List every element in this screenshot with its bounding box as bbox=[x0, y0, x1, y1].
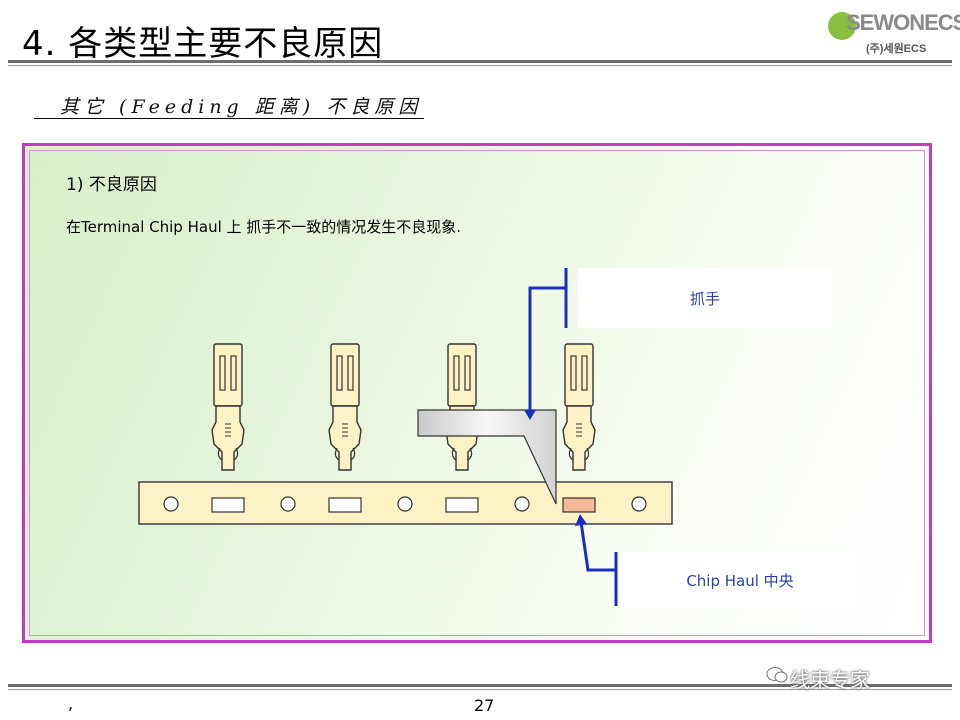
carrier-holes bbox=[163, 496, 647, 513]
wechat-icon bbox=[766, 667, 788, 683]
page-title: 4. 各类型主要不良原因 bbox=[22, 24, 384, 64]
footer-divider-thin bbox=[8, 689, 952, 690]
gripper-callout: 抓手 bbox=[578, 268, 832, 328]
chip-haul-highlight-slot bbox=[562, 497, 596, 513]
chip-haul-arrowhead-icon bbox=[575, 514, 587, 526]
terminal-3 bbox=[445, 343, 479, 471]
terminal-2 bbox=[328, 343, 362, 471]
section-heading: 1) 不良原因 bbox=[66, 175, 157, 195]
company-logo: SEWONECS (주)세원ECS bbox=[828, 8, 960, 58]
logo-mark-icon bbox=[828, 12, 856, 40]
watermark-text: 线束专家 bbox=[790, 668, 870, 692]
panel-inner-border bbox=[29, 150, 925, 636]
footer-mark: , bbox=[68, 694, 74, 713]
footer-divider bbox=[8, 684, 952, 687]
header-divider-thin bbox=[8, 65, 952, 66]
subtitle-underline bbox=[34, 118, 424, 119]
logo-main-text: SEWONECS bbox=[846, 10, 960, 35]
terminal-1 bbox=[211, 343, 245, 471]
logo-sub-text: (주)세원ECS bbox=[866, 43, 927, 55]
chip-haul-pointer bbox=[579, 521, 618, 606]
page-number: 27 bbox=[474, 696, 495, 715]
slide-subtitle: 其它 (Feeding 距离) 不良原因 bbox=[60, 96, 423, 118]
section-description: 在Terminal Chip Haul 上 抓手不一致的情况发生不良现象. bbox=[66, 218, 462, 236]
chip-haul-callout: Chip Haul 中央 bbox=[620, 552, 860, 608]
header-divider bbox=[8, 60, 952, 63]
gripper-arrowhead-icon bbox=[524, 410, 536, 420]
terminal-4 bbox=[562, 343, 596, 471]
gripper-pointer bbox=[528, 268, 568, 412]
